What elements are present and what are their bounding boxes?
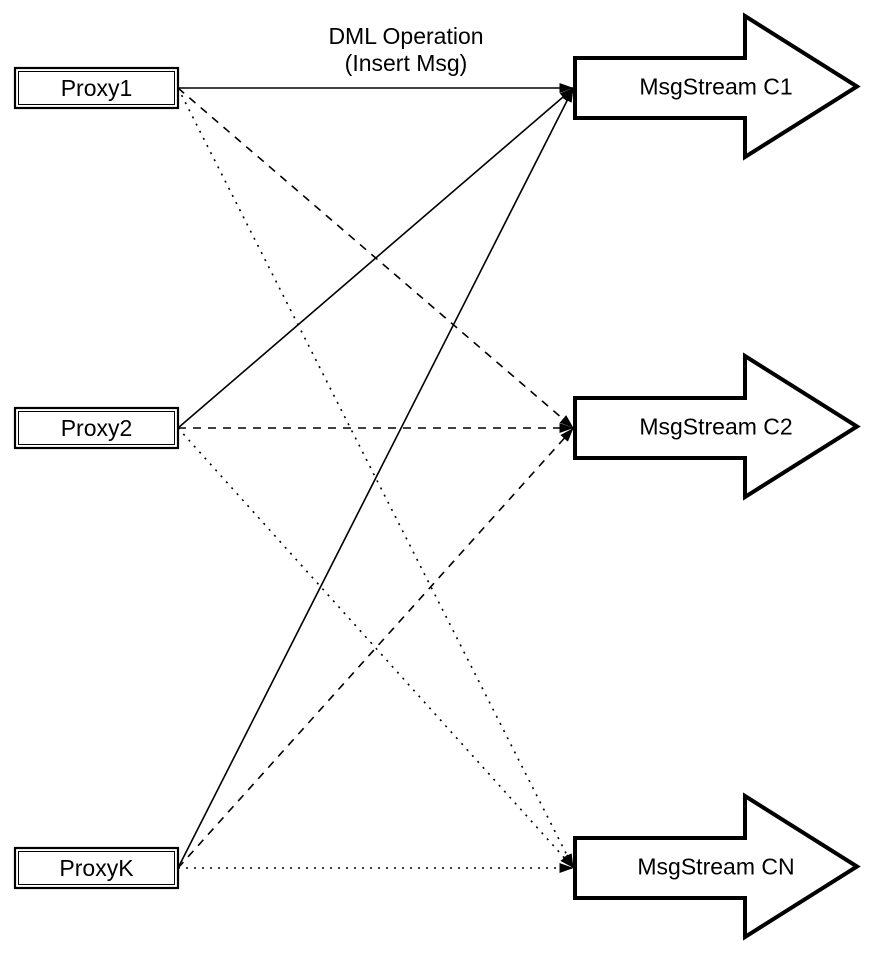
proxy1-box-inner-border <box>18 71 175 105</box>
annotation-line-1: DML Operation <box>328 23 483 49</box>
node-proxyk: ProxyK <box>13 846 180 890</box>
proxyk-box-inner-border <box>18 851 175 885</box>
edges-layer <box>177 83 575 873</box>
stream-c2: MsgStream C2 <box>573 352 861 501</box>
proxy2-box <box>13 406 180 450</box>
stream-c2-label: MsgStream C2 <box>639 414 792 440</box>
proxy2-box-inner-border <box>18 411 175 445</box>
node-proxy1: Proxy1 <box>13 66 180 110</box>
stream-c1-label: MsgStream C1 <box>639 74 792 100</box>
stream-cn-arrow-shape <box>573 792 861 941</box>
proxyk-label: ProxyK <box>59 855 134 881</box>
stream-c1-arrow-shape <box>573 12 861 161</box>
proxy2-label: Proxy2 <box>61 415 133 441</box>
stream-c2-arrow-shape <box>573 352 861 501</box>
annotation-line-2: (Insert Msg) <box>345 50 468 76</box>
node-proxy2: Proxy2 <box>13 406 180 450</box>
proxy1-box <box>13 66 180 110</box>
edge-proxy1-c2 <box>177 87 575 429</box>
stream-c1: MsgStream C1 <box>573 12 861 161</box>
edge-proxyk-c1 <box>177 87 575 869</box>
proxyk-box <box>13 846 180 890</box>
annotation: DML Operation (Insert Msg) <box>328 23 483 76</box>
edge-proxy1-cn <box>177 87 575 869</box>
stream-cn: MsgStream CN <box>573 792 861 941</box>
stream-cn-label: MsgStream CN <box>637 854 794 880</box>
proxy1-label: Proxy1 <box>61 75 133 101</box>
